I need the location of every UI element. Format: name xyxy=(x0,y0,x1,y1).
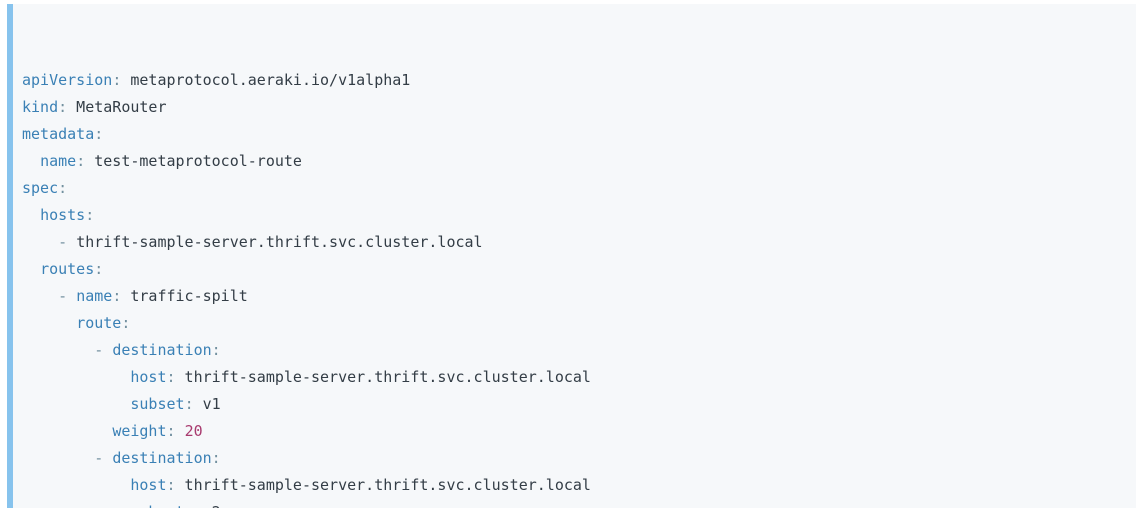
code-content: apiVersion: metaprotocol.aeraki.io/v1alp… xyxy=(22,67,1124,508)
code-token-punc: : xyxy=(94,125,104,143)
code-line: weight: 20 xyxy=(22,418,1124,445)
code-token-punc: : xyxy=(76,152,86,170)
code-token-punc: : xyxy=(58,179,68,197)
code-token-punc: : xyxy=(185,503,194,508)
code-token-key: weight xyxy=(112,422,167,440)
code-token-key: route xyxy=(76,314,122,332)
code-token-punc: : xyxy=(112,71,122,89)
code-token-sp xyxy=(22,287,58,305)
code-token-key: subset xyxy=(130,503,184,508)
code-token-key: metadata xyxy=(22,125,95,143)
code-token-punc: : xyxy=(211,449,221,467)
code-token-sp xyxy=(22,341,94,359)
code-token-val: MetaRouter xyxy=(67,98,167,116)
code-token-punc: : xyxy=(211,341,221,359)
code-token-sp xyxy=(22,449,94,467)
code-token-sp xyxy=(22,476,130,494)
code-token-sp xyxy=(22,368,130,386)
code-line: metadata: xyxy=(22,121,1124,148)
code-token-key: name xyxy=(76,287,113,305)
code-token-key: apiVersion xyxy=(22,71,113,89)
code-token-val: test-metaprotocol-route xyxy=(85,152,302,170)
code-token-punc: : xyxy=(94,260,104,278)
code-line: hosts: xyxy=(22,202,1124,229)
code-token-key: destination xyxy=(112,341,212,359)
code-token-num: 20 xyxy=(184,422,203,440)
code-token-punc: - xyxy=(58,233,77,251)
code-token-key: host xyxy=(130,476,167,494)
code-token-val: v1 xyxy=(193,395,221,413)
code-token-val: metaprotocol.aeraki.io/v1alpha1 xyxy=(121,71,411,89)
code-token-punc: : xyxy=(58,98,68,116)
code-token-punc: : xyxy=(166,476,176,494)
code-token-punc: - xyxy=(58,287,77,305)
code-token-val: thrift-sample-server.thrift.svc.cluster.… xyxy=(175,476,591,494)
code-token-punc: : xyxy=(166,422,176,440)
code-token-sp xyxy=(22,260,40,278)
yaml-code-block: apiVersion: metaprotocol.aeraki.io/v1alp… xyxy=(7,4,1136,508)
code-token-val: traffic-spilt xyxy=(121,287,248,305)
code-line: host: thrift-sample-server.thrift.svc.cl… xyxy=(22,472,1124,499)
code-token-punc: : xyxy=(121,314,131,332)
code-token-punc: : xyxy=(184,395,194,413)
code-token-key: kind xyxy=(22,98,59,116)
code-line: - thrift-sample-server.thrift.svc.cluste… xyxy=(22,229,1124,256)
code-token-key: destination xyxy=(112,449,212,467)
code-token-sp xyxy=(22,206,40,224)
code-token-val: thrift-sample-server.thrift.svc.cluster.… xyxy=(76,233,483,251)
code-line: - destination: xyxy=(22,337,1124,364)
code-token-key: routes xyxy=(40,260,95,278)
code-line: spec: xyxy=(22,175,1124,202)
code-token-sp xyxy=(22,422,112,440)
code-token-val: v2 xyxy=(194,503,221,508)
code-token-sp xyxy=(22,152,40,170)
code-token-sp xyxy=(22,395,130,413)
code-token-punc: : xyxy=(85,206,95,224)
code-token-punc: : xyxy=(166,368,176,386)
code-line: routes: xyxy=(22,256,1124,283)
code-token-val: thrift-sample-server.thrift.svc.cluster.… xyxy=(175,368,591,386)
code-line: route: xyxy=(22,310,1124,337)
code-token-sp xyxy=(22,233,58,251)
code-token-sp xyxy=(22,503,130,508)
code-line: host: thrift-sample-server.thrift.svc.cl… xyxy=(22,364,1124,391)
code-line: name: test-metaprotocol-route xyxy=(22,148,1124,175)
code-line: apiVersion: metaprotocol.aeraki.io/v1alp… xyxy=(22,67,1124,94)
code-token-sp xyxy=(22,314,76,332)
code-line: subset: v1 xyxy=(22,391,1124,418)
code-token-sp xyxy=(176,422,185,440)
code-token-punc: - xyxy=(94,449,113,467)
code-token-key: host xyxy=(130,368,167,386)
code-line: - name: traffic-spilt xyxy=(22,283,1124,310)
code-line: kind: MetaRouter xyxy=(22,94,1124,121)
code-token-key: hosts xyxy=(40,206,86,224)
code-token-punc: : xyxy=(112,287,122,305)
code-token-punc: - xyxy=(94,341,113,359)
code-line: - destination: xyxy=(22,445,1124,472)
code-token-key: spec xyxy=(22,179,59,197)
code-token-key: subset xyxy=(130,395,185,413)
code-token-key: name xyxy=(40,152,77,170)
code-line: subset: v2 xyxy=(22,499,1124,508)
